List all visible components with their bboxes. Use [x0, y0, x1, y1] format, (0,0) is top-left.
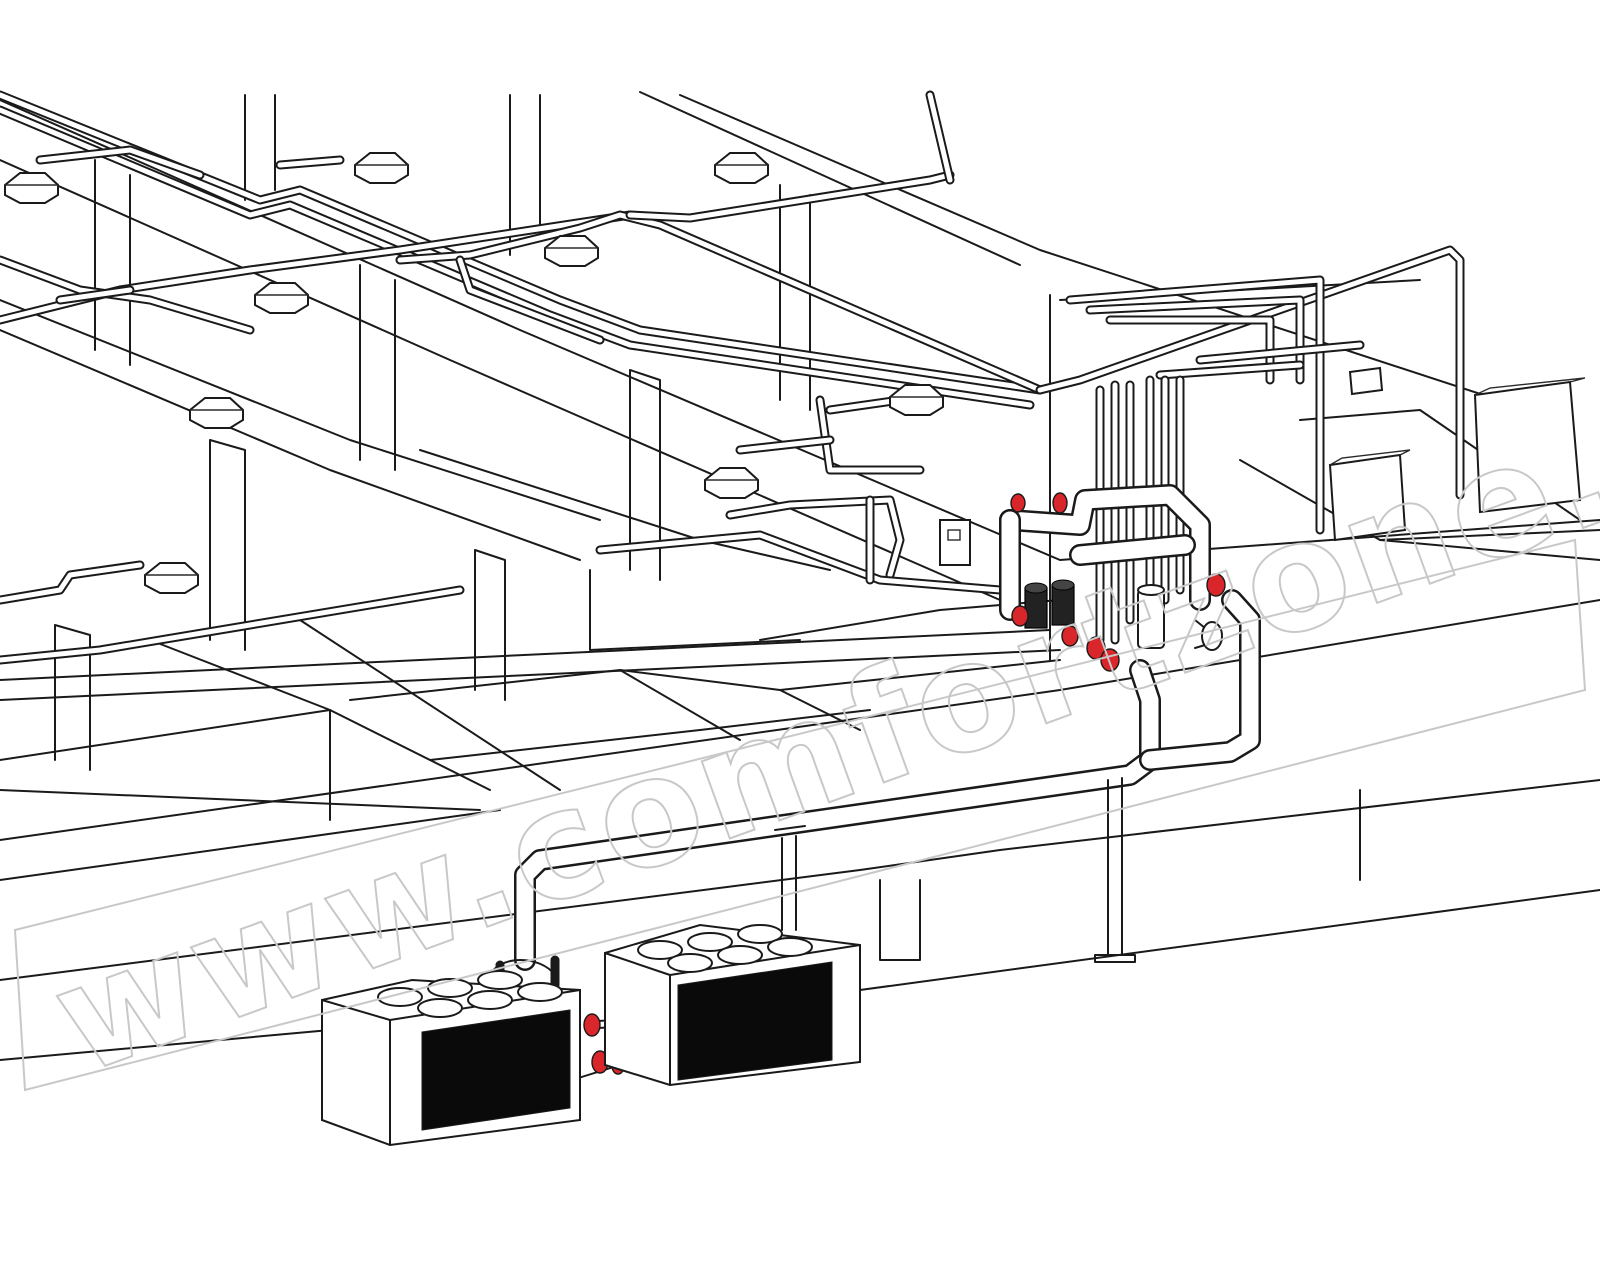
circulation-pump [1051, 579, 1075, 626]
cassette-unit [144, 562, 199, 594]
plant-room [939, 366, 1586, 672]
cassette-unit [544, 235, 599, 267]
pipe-run [455, 255, 605, 345]
pipe-run-inner [457, 257, 603, 343]
pipe-run-inner [927, 92, 953, 183]
pipe-run-inner [1067, 277, 1323, 533]
pipe-run-inner [817, 397, 923, 473]
cassette-unit [714, 152, 769, 184]
control-panel [939, 519, 971, 566]
outdoor-unit [604, 923, 861, 1087]
cassette-unit [354, 152, 409, 184]
circulation-pump [1024, 582, 1048, 629]
expansion-tank [1137, 589, 1165, 649]
cassette-unit [254, 282, 309, 314]
cassette-unit [4, 172, 59, 204]
pipe-run-inner [737, 437, 833, 453]
pipe-run-inner [37, 147, 203, 178]
cassette-unit [704, 467, 759, 499]
pipe-run-inner [627, 172, 953, 221]
pipe-run-inner [1107, 317, 1273, 383]
outdoor-unit [321, 970, 581, 1147]
pipe-run-inner [1157, 362, 1303, 378]
control-panel [1328, 449, 1411, 542]
cassette-unit [189, 397, 244, 429]
cassette-unit [889, 384, 944, 416]
pipe-run-inner [1037, 247, 1463, 498]
control-panel [1473, 377, 1586, 514]
pipe-run-inner [1197, 342, 1363, 363]
control-panel [1348, 366, 1384, 396]
pipe-run-inner [277, 157, 343, 168]
pipe-run-inner [57, 287, 133, 303]
